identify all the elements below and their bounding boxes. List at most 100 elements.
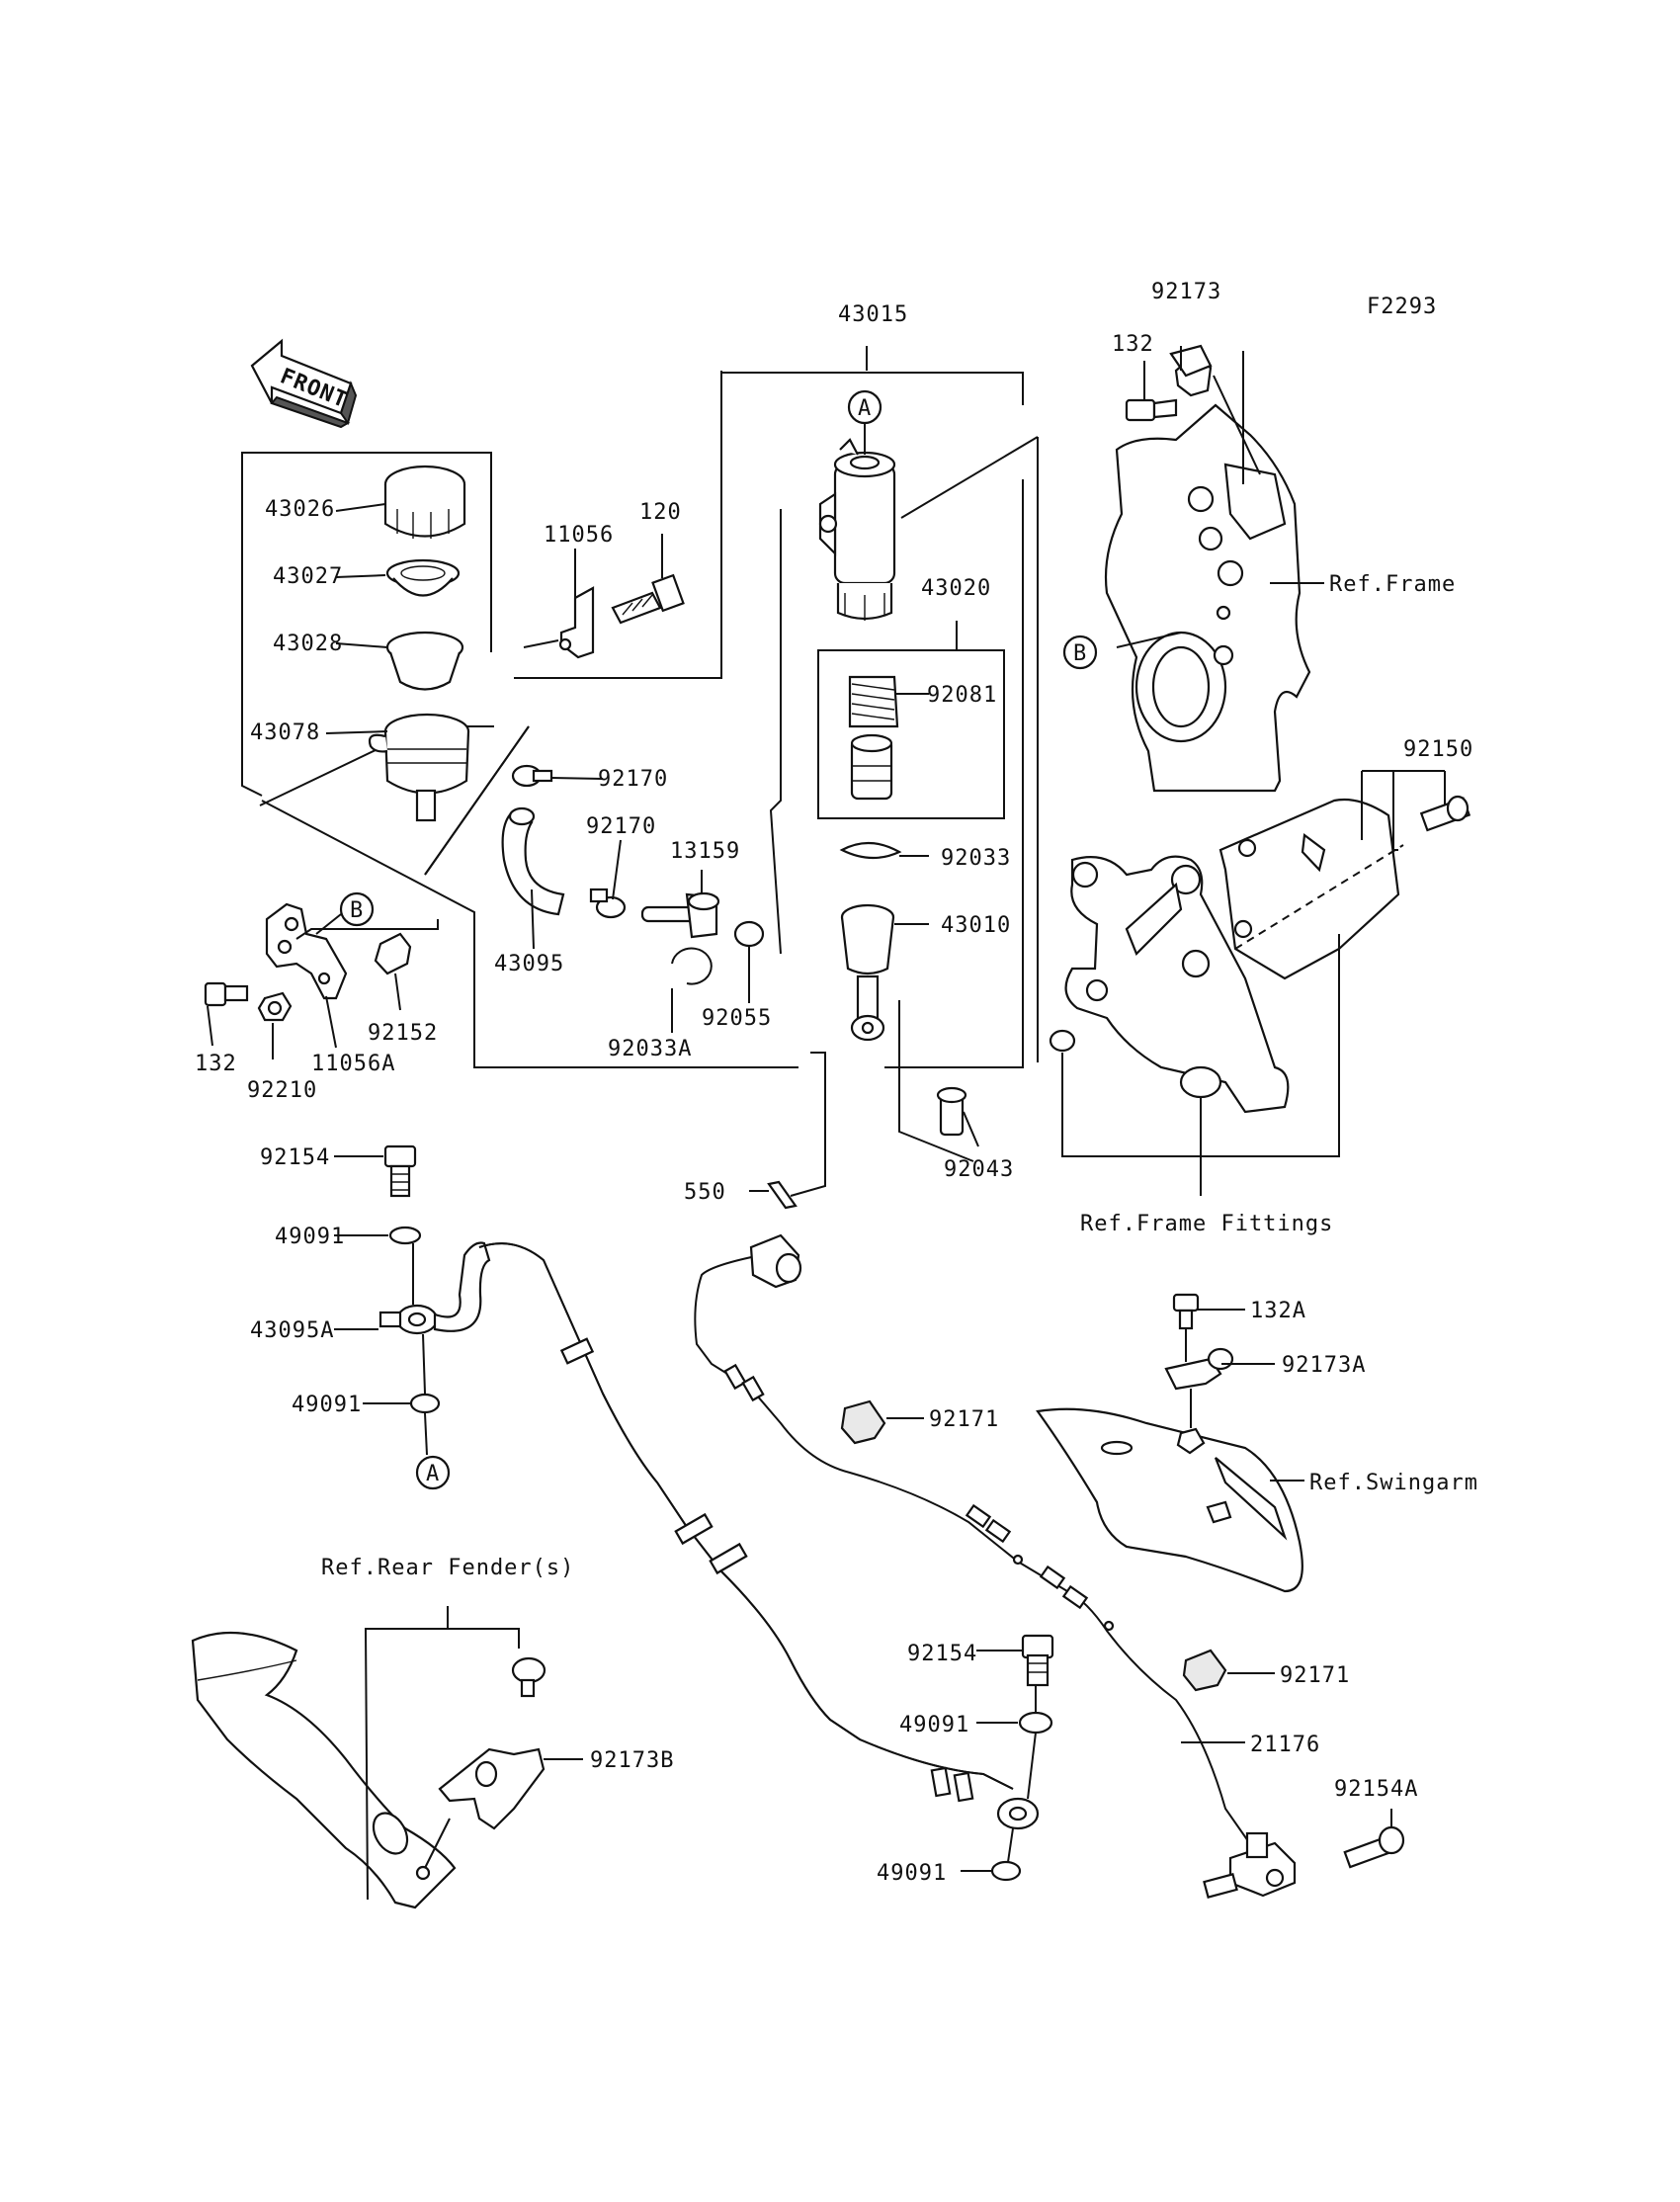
svg-text:A: A bbox=[426, 1462, 440, 1486]
label-550: 550 bbox=[684, 1180, 726, 1205]
oring-92055 bbox=[733, 920, 765, 948]
clamp-92170-mid bbox=[589, 888, 627, 919]
label-92154-left: 92154 bbox=[260, 1145, 330, 1170]
sensor-connector bbox=[749, 1233, 802, 1289]
washer-49091-2 bbox=[409, 1393, 441, 1414]
reservoir-plate bbox=[385, 631, 464, 691]
bolt-92150 bbox=[1419, 795, 1471, 832]
frame-fittings bbox=[1049, 798, 1400, 1114]
label-92081: 92081 bbox=[927, 683, 997, 708]
figure-code: F2293 bbox=[1367, 295, 1437, 319]
label-92033A: 92033A bbox=[608, 1037, 692, 1061]
label-92170-mid: 92170 bbox=[586, 814, 656, 839]
marker-a-bottom: A bbox=[415, 1455, 451, 1490]
label-11056: 11056 bbox=[544, 523, 614, 548]
svg-text:A: A bbox=[858, 396, 872, 421]
banjo-bolt-92154-left bbox=[383, 1144, 417, 1198]
piston bbox=[850, 733, 893, 801]
label-ref-rear-fender: Ref.Rear Fender(s) bbox=[321, 1556, 574, 1580]
leader-lines bbox=[207, 346, 1446, 1872]
master-cylinder-outline bbox=[424, 346, 1039, 1197]
label-43078: 43078 bbox=[250, 720, 320, 745]
label-49091-3: 49091 bbox=[899, 1713, 969, 1737]
label-43026: 43026 bbox=[265, 497, 335, 522]
banjo-bolt-92154-right bbox=[1021, 1634, 1054, 1687]
rear-fender bbox=[191, 1631, 457, 1909]
grommet-92171-right bbox=[1182, 1649, 1227, 1692]
marker-b-bracket: B bbox=[339, 891, 375, 927]
label-ref-frame-fittings: Ref.Frame Fittings bbox=[1080, 1212, 1333, 1236]
label-43095A: 43095A bbox=[250, 1318, 334, 1343]
label-92210: 92210 bbox=[247, 1078, 317, 1103]
label-132-left: 132 bbox=[195, 1052, 237, 1076]
label-43028: 43028 bbox=[273, 632, 343, 656]
screw-rear-fender bbox=[511, 1656, 546, 1698]
reservoir-tank bbox=[368, 713, 470, 822]
bolt-132A bbox=[1172, 1293, 1200, 1330]
label-13159: 13159 bbox=[670, 839, 740, 864]
swingarm bbox=[1036, 1407, 1303, 1593]
master-cylinder bbox=[818, 438, 896, 621]
label-92171-left: 92171 bbox=[929, 1407, 999, 1432]
banjo-right bbox=[996, 1797, 1040, 1830]
bolt-92154A bbox=[1343, 1825, 1405, 1869]
grommet-92171-left bbox=[840, 1399, 886, 1445]
clamp-92173B bbox=[438, 1747, 546, 1830]
clamp-92173A bbox=[1164, 1347, 1234, 1391]
bracket-11056 bbox=[523, 586, 595, 659]
label-43020: 43020 bbox=[921, 576, 991, 601]
label-49091-2: 49091 bbox=[292, 1393, 362, 1417]
pin-92043 bbox=[936, 1086, 967, 1137]
label-92152: 92152 bbox=[368, 1021, 438, 1046]
kit-43020-box bbox=[817, 649, 1005, 819]
hose-43095 bbox=[501, 806, 565, 916]
washer-49091-1 bbox=[388, 1226, 422, 1245]
frame-upper bbox=[1104, 351, 1324, 793]
bolt-132-top bbox=[1125, 398, 1178, 422]
bolt-120 bbox=[611, 573, 685, 625]
marker-b-frame: B bbox=[1062, 635, 1098, 670]
spring-92081 bbox=[848, 675, 899, 728]
bolt-132-left bbox=[204, 981, 249, 1007]
pin-13159 bbox=[640, 891, 720, 939]
label-92154A: 92154A bbox=[1334, 1777, 1418, 1802]
cotter-pin-550 bbox=[767, 1180, 798, 1210]
label-43015: 43015 bbox=[838, 302, 908, 327]
label-49091-1: 49091 bbox=[275, 1225, 345, 1249]
brake-hose bbox=[478, 1242, 1014, 1803]
banjo-43095A bbox=[378, 1241, 491, 1335]
label-92170-top: 92170 bbox=[598, 767, 668, 792]
marker-a-top: A bbox=[847, 389, 882, 425]
label-92171-right: 92171 bbox=[1280, 1663, 1350, 1688]
circlip-92033A bbox=[671, 947, 713, 985]
svg-text:B: B bbox=[1073, 641, 1087, 666]
label-92150: 92150 bbox=[1403, 737, 1473, 762]
label-43010: 43010 bbox=[941, 913, 1011, 938]
pushrod-43010 bbox=[840, 903, 895, 1042]
circlip-92033 bbox=[839, 841, 902, 860]
nut-92210 bbox=[257, 991, 293, 1022]
label-120: 120 bbox=[639, 500, 682, 525]
svg-text:B: B bbox=[350, 898, 364, 923]
wheel-speed-sensor bbox=[1203, 1831, 1297, 1899]
washer-49091-4 bbox=[990, 1860, 1022, 1882]
label-92154-right: 92154 bbox=[907, 1642, 977, 1666]
label-ref-swingarm: Ref.Swingarm bbox=[1309, 1471, 1478, 1495]
label-11056A: 11056A bbox=[311, 1052, 395, 1076]
label-92055: 92055 bbox=[702, 1006, 772, 1031]
label-21176: 21176 bbox=[1250, 1733, 1320, 1757]
label-92033: 92033 bbox=[941, 846, 1011, 871]
washer-49091-3 bbox=[1018, 1711, 1053, 1735]
label-132-top: 132 bbox=[1112, 332, 1154, 357]
label-43095: 43095 bbox=[494, 952, 564, 976]
sensor-cable bbox=[694, 1254, 1254, 1849]
front-arrow-icon: FRONT bbox=[250, 338, 358, 429]
label-ref-frame: Ref.Frame bbox=[1329, 572, 1456, 597]
bracket-11056A bbox=[265, 902, 348, 1000]
clamp-92170-top bbox=[511, 764, 553, 788]
label-92173B: 92173B bbox=[590, 1748, 674, 1773]
label-43027: 43027 bbox=[273, 564, 343, 589]
label-92173: 92173 bbox=[1151, 280, 1221, 304]
